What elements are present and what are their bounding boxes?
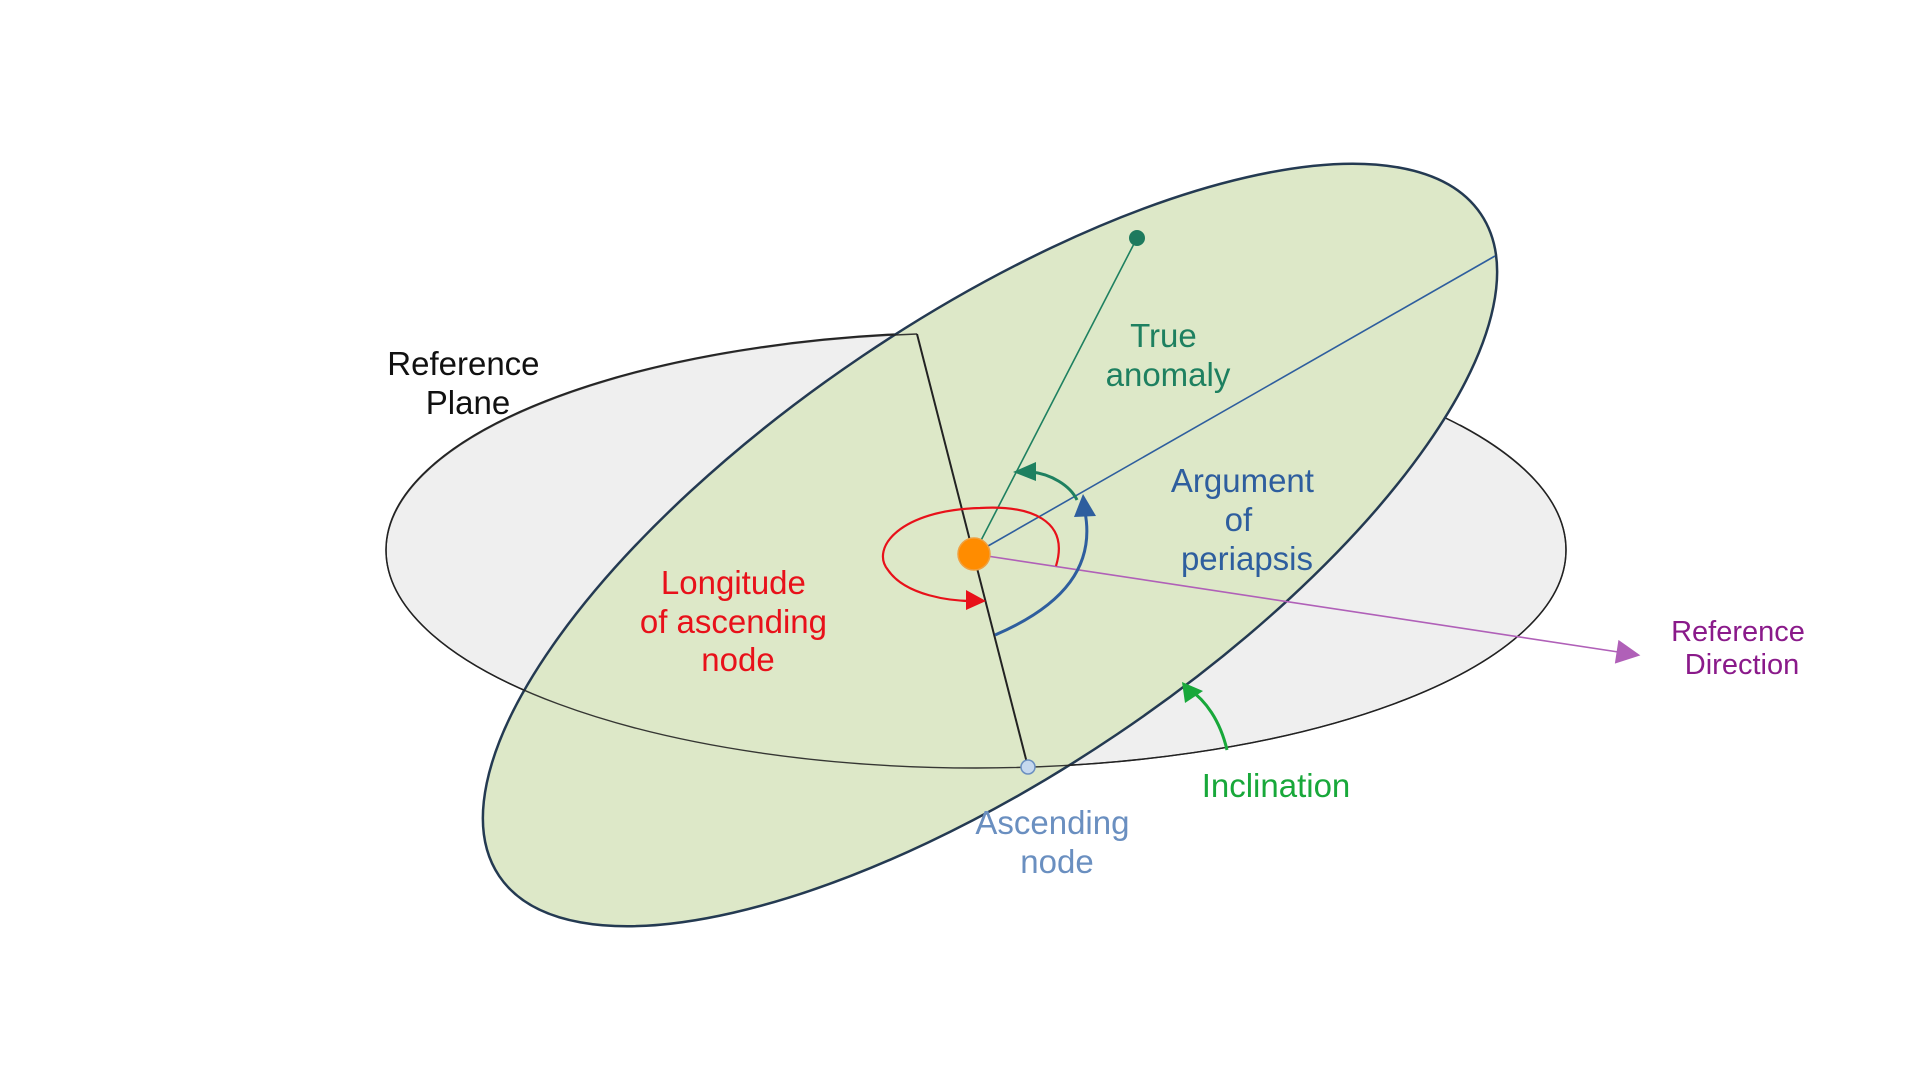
ascending-node-label: Ascending node: [975, 804, 1138, 880]
reference-direction-arrow: [973, 553, 1641, 664]
true-anomaly-line: [973, 237, 1138, 555]
orbiting-body-icon: [1129, 230, 1145, 246]
central-body-icon: [957, 537, 991, 571]
reference-plane-edge: [385, 333, 1567, 769]
longitude-arrowhead: [966, 590, 986, 610]
periapsis-line: [973, 255, 1496, 555]
argument-of-periapsis-label: Argument of periapsis: [1171, 462, 1323, 577]
true-anomaly-arrowhead: [1013, 462, 1036, 481]
argument-arc: [994, 511, 1089, 637]
true-anomaly-label: True anomaly: [1106, 317, 1231, 393]
longitude-arc: [882, 506, 1060, 603]
true-anomaly-arc: [1031, 470, 1079, 501]
reference-direction-label: Reference Direction: [1671, 616, 1813, 681]
inclination-label: Inclination: [1202, 767, 1351, 804]
inclination-arrowhead: [1182, 682, 1203, 703]
longitude-of-ascending-node-label: Longitude of ascending node: [640, 564, 836, 678]
reference-plane-label: Reference Plane: [387, 345, 548, 421]
argument-arrowhead: [1074, 494, 1096, 517]
ascending-node-icon: [1020, 759, 1036, 775]
